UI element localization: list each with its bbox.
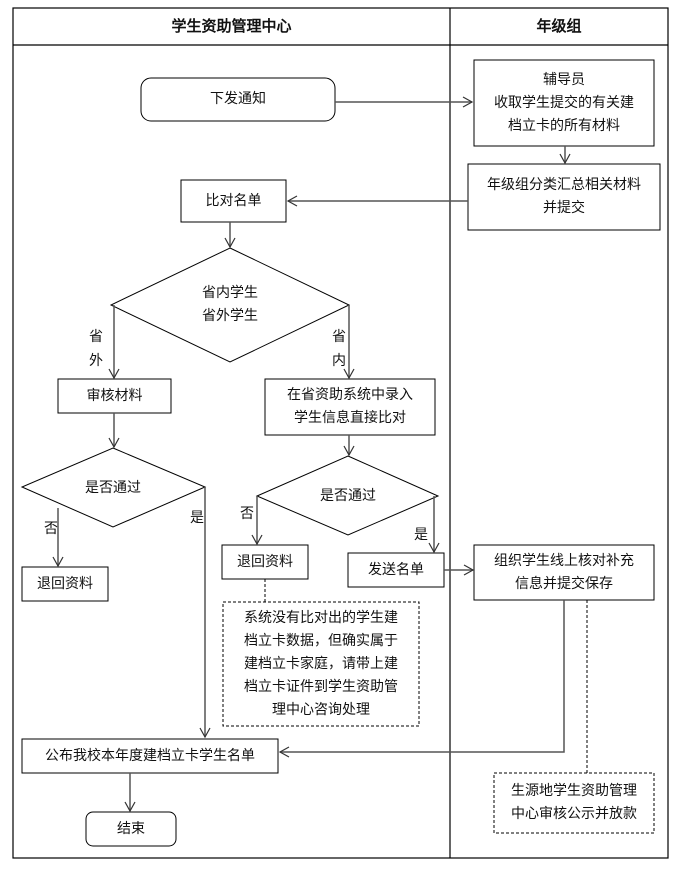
label-compare-list: 比对名单 — [205, 192, 262, 209]
label-review-materials: 审核材料 — [86, 387, 143, 404]
label-pass-decision-left: 是否通过 — [85, 479, 141, 496]
node-return-mid — [221, 544, 309, 580]
label-province-decision: 省内学生 省外学生 — [202, 285, 258, 324]
swimlane-frame — [12, 7, 669, 859]
edge-label-in-province: 省内 — [332, 329, 346, 369]
node-province-decision — [109, 247, 351, 363]
node-pass-decision-left — [20, 447, 207, 528]
edge-label-no-right: 否 — [240, 506, 254, 522]
edge-organize-to-publish — [278, 600, 565, 758]
edge-label-yes-left: 是 — [190, 510, 204, 526]
label-enter-system: 在省资助系统中录入 学生信息直接比对 — [287, 387, 413, 426]
edge-label-no-left: 否 — [44, 521, 58, 537]
label-origin-review: 生源地学生资助管理 中心审核公示并放款 — [511, 783, 637, 822]
lane-title-grade-group: 年级组 — [536, 17, 582, 35]
node-return-left — [21, 566, 109, 602]
label-issue-notice: 下发通知 — [210, 91, 266, 107]
label-pass-decision-right: 是否通过 — [320, 487, 376, 504]
label-publish-list: 公布我校本年度建档立卡学生名单 — [45, 747, 255, 764]
node-organize-check — [473, 544, 655, 601]
label-note-unmatched: 系统没有比对出的学生建 档立卡数据，但确实属于 建档立卡家庭，请带上建 档立卡证… — [244, 609, 398, 718]
label-send-list: 发送名单 — [368, 561, 424, 578]
label-end: 结束 — [117, 820, 145, 837]
label-return-left: 退回资料 — [37, 575, 93, 592]
label-grade-summary: 年级组分类汇总相关材料 并提交 — [487, 177, 641, 216]
label-organize-check: 组织学生线上核对补充 信息并提交保存 — [494, 552, 634, 592]
lane-title-student-aid-center: 学生资助管理中心 — [171, 17, 292, 35]
node-issue-notice — [140, 77, 336, 122]
node-counselor — [473, 59, 655, 147]
node-pass-decision-right — [255, 455, 440, 536]
node-grade-summary — [467, 163, 661, 231]
edge-label-out-of-province: 省外 — [89, 329, 103, 369]
node-origin-review — [493, 772, 655, 834]
label-counselor: 辅导员 收取学生提交的有关建 档立卡的所有材料 — [494, 71, 634, 134]
edge-label-yes-right: 是 — [414, 527, 428, 543]
node-note-unmatched — [222, 601, 420, 727]
node-enter-system — [264, 378, 436, 436]
node-compare-list — [180, 179, 287, 223]
node-publish-list — [21, 738, 279, 774]
label-return-mid: 退回资料 — [237, 553, 293, 570]
